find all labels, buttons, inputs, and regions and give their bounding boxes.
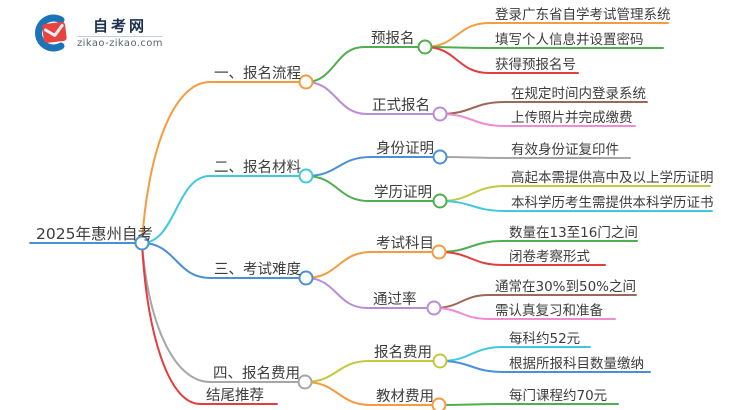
node-label-root: 2025年惠州自考 (36, 225, 153, 243)
node-label-b2: 二、报名材料 (214, 159, 301, 176)
site-logo: 自考网 zikao-zikao.com (30, 13, 163, 53)
node-circle-c22 (432, 193, 448, 209)
node-label-l7: 高起本需提供高中及以上学历证明 (511, 169, 714, 186)
node-label-l15: 每门课程约70元 (509, 388, 607, 404)
node-label-c11: 预报名 (371, 30, 415, 47)
node-circle-b3 (298, 270, 314, 286)
logo-text-block: 自考网 zikao-zikao.com (77, 17, 163, 49)
branch-line-l5 (439, 113, 636, 127)
node-label-l3: 获得预报名号 (495, 56, 576, 73)
logo-domain: zikao-zikao.com (77, 38, 163, 49)
node-label-l12: 需认真复习和准备 (495, 302, 603, 319)
node-label-l6: 有效身份证复印件 (511, 141, 619, 158)
node-label-l11: 通常在30%到50%之间 (495, 279, 636, 295)
branch-line-b4 (141, 242, 299, 383)
node-label-c32: 通过率 (373, 291, 417, 308)
node-circle-c21 (432, 149, 448, 165)
branch-line-l8 (439, 200, 713, 212)
node-label-l4: 在规定时间内登录系统 (511, 86, 646, 102)
branch-line-l6 (439, 156, 631, 159)
node-circle-b2 (298, 168, 314, 184)
branch-line-l10 (438, 251, 606, 266)
node-label-l14: 根据所报科目数量缴纳 (509, 356, 644, 372)
branch-line-c42 (304, 381, 433, 406)
node-circle-b1 (298, 74, 314, 90)
node-label-b4: 四、报名费用 (213, 365, 300, 382)
branch-line-l15 (438, 403, 619, 406)
branch-line-c21 (305, 156, 434, 177)
branch-line-b1 (141, 81, 300, 244)
node-circle-c41 (432, 353, 448, 369)
branch-line-l12 (433, 307, 616, 320)
node-label-b3: 三、考试难度 (214, 261, 301, 278)
branch-line-c22 (305, 175, 434, 202)
branch-line-l3 (424, 46, 579, 74)
node-label-c21: 身份证明 (376, 140, 434, 157)
node-circle-c12 (432, 106, 448, 122)
node-label-c41: 报名费用 (374, 344, 432, 361)
branch-line-c11 (305, 46, 419, 83)
node-circle-b4 (297, 374, 313, 390)
node-circle-c42 (431, 397, 447, 410)
branch-line-l1 (424, 22, 669, 48)
branch-line-c32 (305, 277, 428, 309)
graduation-cap-logo-icon (35, 14, 67, 52)
node-circle-c31 (431, 244, 447, 260)
branch-line-b5 (141, 242, 278, 405)
node-circle-c32 (426, 300, 442, 316)
node-label-c12: 正式报名 (372, 97, 430, 114)
node-label-l9: 数量在13至16门之间 (509, 225, 638, 241)
node-circle-c11 (417, 39, 433, 55)
node-label-b5: 结尾推荐 (206, 387, 264, 404)
node-label-c22: 学历证明 (374, 184, 432, 201)
node-label-c31: 考试科目 (376, 235, 434, 252)
node-label-b1: 一、报名流程 (214, 65, 301, 82)
node-label-l13: 每科约52元 (509, 331, 580, 347)
node-label-c42: 教材费用 (376, 388, 434, 405)
node-label-l8: 本科学历考生需提供本科学历证书 (511, 195, 714, 211)
branch-line-b3 (141, 242, 300, 279)
node-label-l1: 登录广东省自学考试管理系统 (495, 7, 671, 23)
branch-line-l14 (439, 360, 651, 373)
branch-line-b2 (141, 175, 300, 244)
node-circle-root (134, 235, 150, 251)
logo-title: 自考网 (92, 17, 147, 35)
branch-line-c12 (305, 81, 434, 115)
node-label-l2: 填写个人信息并设置密码 (495, 31, 644, 48)
logo-divider (77, 36, 163, 37)
branch-line-c31 (305, 251, 433, 279)
node-label-l5: 上传照片并完成缴费 (511, 110, 633, 126)
node-label-l10: 闭卷考察形式 (509, 248, 590, 265)
branch-line-c41 (304, 360, 434, 383)
